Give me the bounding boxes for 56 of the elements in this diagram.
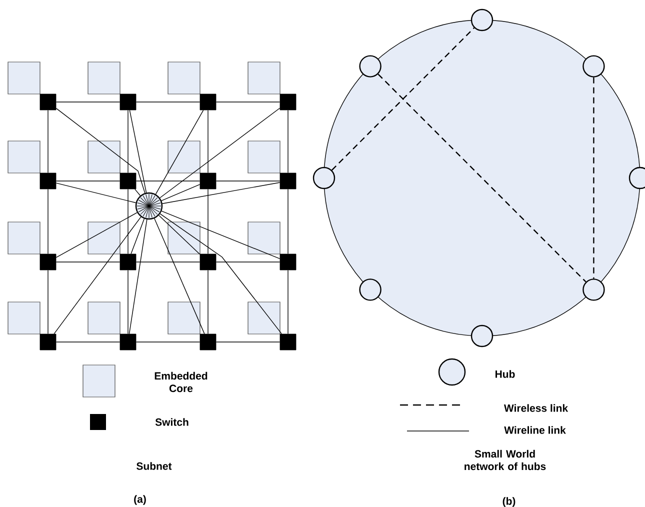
legend-label: Hub: [496, 370, 515, 378]
legend-label: Switch: [155, 418, 188, 426]
switch-square: [200, 94, 216, 110]
wireline-link: [160, 213, 282, 334]
switch-square: [200, 334, 216, 350]
hub-circle: [359, 278, 382, 301]
wireline-link: [54, 216, 142, 334]
switch-square: [120, 254, 136, 270]
switch-square: [200, 172, 216, 190]
wireline-link: [136, 180, 200, 182]
switch-square: [40, 254, 56, 270]
wireline-link: [56, 108, 146, 194]
wireline-link: [56, 182, 136, 204]
hub-circle: [359, 55, 382, 78]
legend-label: Wireless link: [504, 404, 568, 412]
switch-square: [120, 94, 136, 110]
wireline-link: [161, 184, 200, 202]
hub-circle: [135, 192, 163, 220]
legend-label: Wireline link: [504, 426, 566, 434]
switch-square: [40, 334, 56, 350]
switch-square: [40, 94, 56, 110]
wireline-link: [160, 108, 280, 198]
switch-square: [280, 254, 296, 270]
wireline-link: [162, 182, 280, 204]
legend-label: Embedded Core: [154, 372, 208, 392]
wireline-link: [134, 188, 141, 196]
hub-circle: [582, 55, 605, 78]
wireline-link: [130, 218, 145, 254]
switch-square: [280, 334, 296, 350]
wireline-link: [161, 210, 280, 260]
wireline-link: [154, 218, 205, 334]
wireline-link: [158, 215, 200, 255]
wireline-link: [216, 180, 280, 182]
wireline-link: [155, 110, 204, 195]
wireline-link: [128, 219, 148, 334]
switch-square: [40, 172, 56, 190]
switch-square: [280, 94, 296, 110]
switch-square: [280, 172, 296, 190]
hub-circle: [582, 278, 605, 301]
hub-circle: [470, 8, 494, 32]
wireless-link: [378, 74, 586, 282]
switch-square: [120, 172, 136, 190]
panel-label: (a): [134, 495, 146, 505]
hub-circle: [312, 166, 336, 190]
wireline-link: [129, 110, 147, 194]
switch-square: [200, 254, 216, 270]
caption: Small World network of hubs: [464, 450, 546, 470]
wireless-link: [593, 77, 594, 279]
panel-label: (b): [502, 497, 516, 507]
hub-circle: [470, 324, 494, 348]
switch-square: [120, 334, 136, 350]
wireline-link: [56, 212, 138, 258]
wireless-link: [331, 27, 475, 171]
wireline-link: [56, 180, 120, 182]
subnet-label: Subnet: [136, 462, 172, 470]
hub-circle: [628, 166, 645, 190]
